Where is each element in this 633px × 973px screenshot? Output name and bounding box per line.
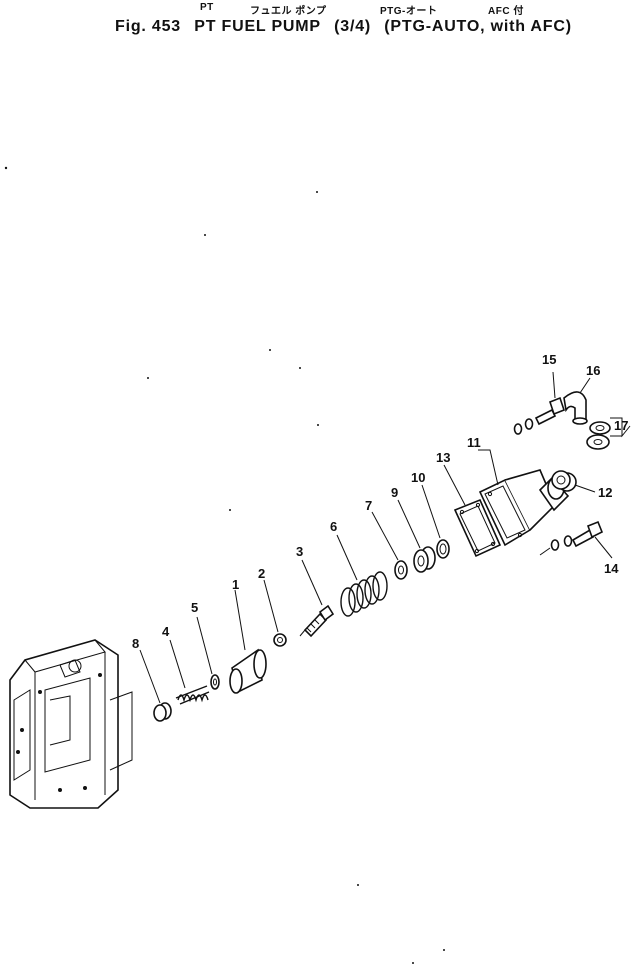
leader-3 [301, 559, 323, 606]
callout-labels: 1 2 3 4 5 6 7 8 9 10 11 12 13 14 15 16 1… [132, 352, 628, 651]
part-1-sleeve [229, 648, 267, 694]
figure-number: Fig. 453 [115, 18, 181, 35]
jp-label-fuel-pump: フュエル ポンプ [250, 6, 327, 17]
leader-5 [196, 616, 213, 675]
part-6-spring [340, 571, 388, 617]
leader-2 [263, 579, 279, 633]
callout-5: 5 [191, 600, 198, 615]
leader-16 [579, 377, 591, 394]
part-16-elbow [563, 391, 588, 425]
jp-label-pt: PT [200, 2, 214, 13]
figure-name: PT FUEL PUMP [194, 18, 321, 35]
part-14-bolt [539, 520, 604, 556]
part-12-plug [551, 470, 577, 492]
callout-16: 16 [586, 363, 600, 378]
callout-17: 17 [614, 418, 628, 433]
leader-8 [139, 649, 161, 704]
pump-housing [9, 639, 133, 809]
callout-8: 8 [132, 636, 139, 651]
callout-3: 3 [296, 544, 303, 559]
scan-specks [4, 166, 445, 964]
callout-6: 6 [330, 519, 337, 534]
jp-label-ptg-auto: PTG-オート [380, 6, 438, 17]
part-5-washer [210, 674, 220, 690]
leader-11 [478, 449, 499, 486]
part-17-washers [586, 417, 631, 450]
part-10-oring [436, 539, 450, 559]
part-15-banjo-bolt [513, 396, 565, 435]
leader-13 [443, 464, 466, 506]
callout-10: 10 [411, 470, 425, 485]
callout-12: 12 [598, 485, 612, 500]
leader-15 [552, 371, 556, 399]
callout-9: 9 [391, 485, 398, 500]
leader-10 [421, 484, 441, 539]
callout-14: 14 [604, 561, 619, 576]
callout-7: 7 [365, 498, 372, 513]
leader-14 [594, 536, 613, 559]
figure-fraction: (3/4) [334, 18, 372, 35]
callout-4: 4 [162, 624, 170, 639]
leader-6 [336, 534, 358, 581]
part-3-screw [299, 604, 335, 638]
leader-7 [371, 511, 399, 561]
part-4-spring [175, 685, 210, 705]
part-13-gasket [453, 498, 502, 558]
leader-4 [169, 639, 186, 689]
callout-2: 2 [258, 566, 265, 581]
part-8-plug [153, 702, 172, 722]
part-2-nut [273, 633, 287, 647]
callout-13: 13 [436, 450, 450, 465]
part-9-bushing [413, 546, 436, 573]
callout-11: 11 [467, 435, 481, 450]
part-7-washer [394, 560, 408, 580]
leader-1 [234, 589, 246, 651]
figure-variant: (PTG-AUTO, with AFC) [384, 18, 572, 35]
leader-9 [397, 499, 421, 549]
callout-1: 1 [232, 577, 239, 592]
callout-15: 15 [542, 352, 556, 367]
leader-12 [574, 484, 596, 493]
jp-label-afc: AFC 付 [488, 6, 524, 17]
main-title: Fig. 453 PT FUEL PUMP (3/4) (PTG-AUTO, w… [115, 18, 580, 36]
